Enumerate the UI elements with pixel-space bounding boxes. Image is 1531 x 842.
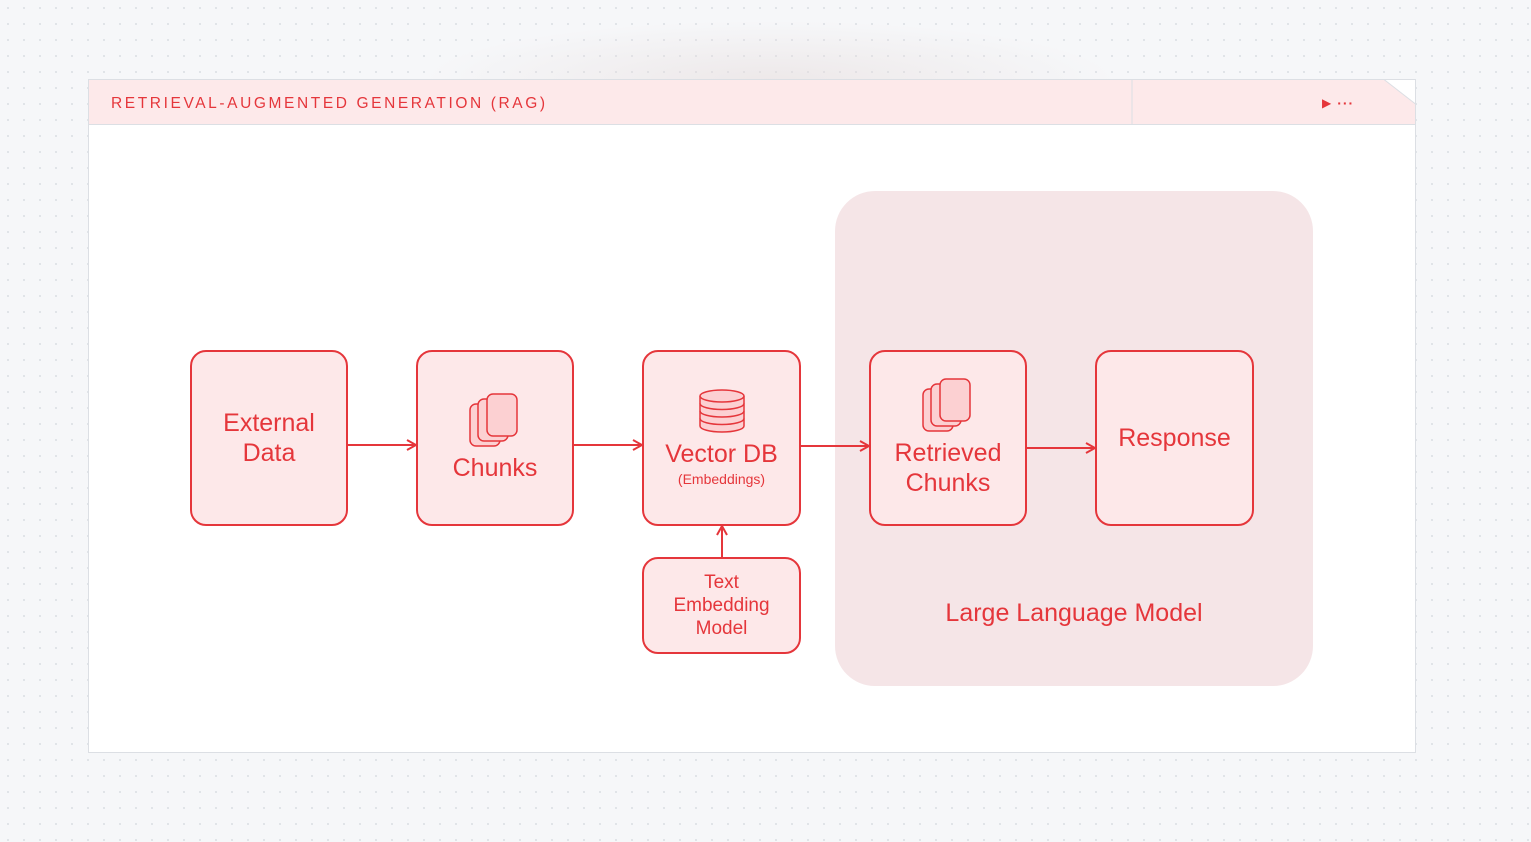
stacked-pages-icon <box>922 378 971 432</box>
node-vector-db[interactable]: Vector DB (Embeddings) <box>642 350 801 526</box>
node-label: External Data <box>223 409 315 467</box>
node-label: Vector DB <box>665 440 778 468</box>
database-icon <box>698 389 745 433</box>
node-response[interactable]: Response <box>1095 350 1254 526</box>
node-label: Text Embedding Model <box>673 572 770 639</box>
node-label: Chunks <box>452 454 538 482</box>
more-icon[interactable]: ··· <box>1337 95 1355 111</box>
node-label: Retrieved Chunks <box>894 439 1002 497</box>
node-text-embedding-model[interactable]: Text Embedding Model <box>642 557 801 654</box>
node-retrieved-chunks[interactable]: Retrieved Chunks <box>869 350 1027 526</box>
node-chunks[interactable]: Chunks <box>416 350 574 526</box>
play-icon[interactable]: ▶ <box>1322 96 1332 110</box>
node-sublabel: (Embeddings) <box>677 471 766 487</box>
node-external-data[interactable]: External Data <box>190 350 348 526</box>
stacked-pages-icon <box>469 393 518 447</box>
group-label: Large Language Model <box>945 599 1203 627</box>
window-title: RETRIEVAL-AUGMENTED GENERATION (RAG) <box>111 95 548 112</box>
window-controls: ▶ ··· <box>1322 93 1354 113</box>
node-label: Response <box>1118 424 1231 452</box>
window-header-bar <box>88 79 1416 125</box>
